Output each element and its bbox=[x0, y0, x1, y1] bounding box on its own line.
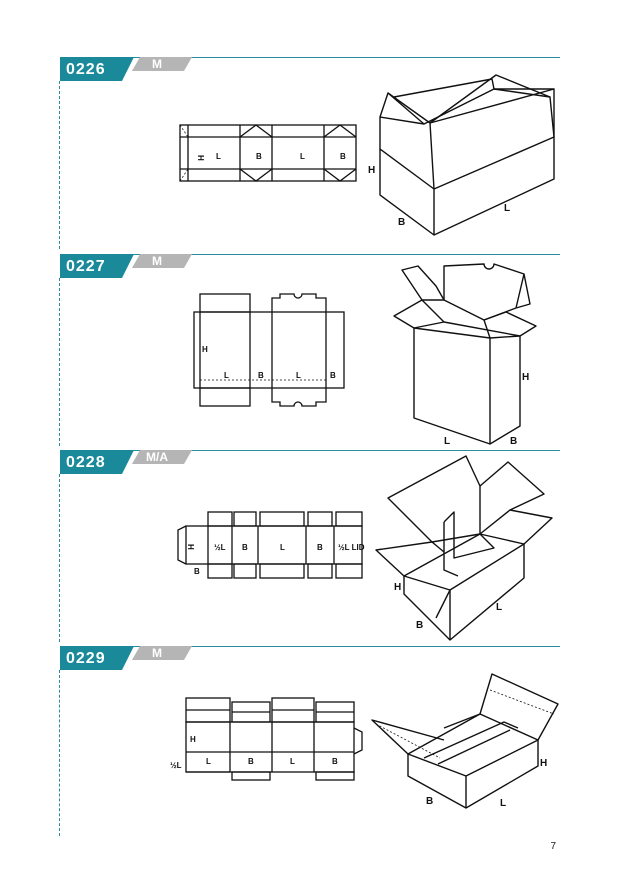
code-tab bbox=[60, 646, 192, 670]
code-tab bbox=[60, 254, 192, 278]
dashed-guide bbox=[59, 670, 60, 836]
dim-b: B bbox=[258, 371, 264, 380]
dim-l: L bbox=[290, 757, 295, 766]
box-code: 0229 bbox=[66, 650, 106, 667]
box-code: 0228 bbox=[66, 454, 106, 471]
dim-b: B bbox=[340, 152, 346, 161]
box-illustration-0227: H L B bbox=[393, 263, 537, 447]
dim-h: H bbox=[522, 372, 529, 383]
code-tab bbox=[60, 450, 192, 474]
dim-l: L bbox=[206, 757, 211, 766]
section-divider bbox=[120, 450, 560, 451]
dim-b: B bbox=[256, 152, 262, 161]
dim-l: L bbox=[500, 798, 506, 809]
flat-layout-0226: H L B L B bbox=[179, 124, 357, 182]
dim-l: L bbox=[496, 602, 502, 613]
dim-b: B bbox=[332, 757, 338, 766]
dashed-guide bbox=[59, 474, 60, 642]
dim-half-l: ½L bbox=[214, 543, 226, 552]
dim-b: B bbox=[242, 543, 248, 552]
dim-b: B bbox=[426, 796, 433, 807]
dim-l: L bbox=[296, 371, 301, 380]
dim-h: H bbox=[202, 345, 208, 354]
grade-label: M/A bbox=[146, 450, 168, 464]
dim-half-l-lid: ½L LID bbox=[338, 543, 365, 552]
section-0226: 0226 M H L B L B bbox=[0, 57, 620, 249]
dim-l: L bbox=[444, 436, 450, 447]
dim-l: L bbox=[224, 371, 229, 380]
section-divider bbox=[120, 57, 560, 58]
grade-label: M bbox=[152, 646, 162, 660]
section-divider bbox=[120, 646, 560, 647]
dim-b: B bbox=[510, 436, 517, 447]
section-divider bbox=[120, 254, 560, 255]
page-number: 7 bbox=[550, 841, 556, 852]
dim-l: L bbox=[216, 152, 221, 161]
dim-b: B bbox=[194, 567, 200, 576]
box-illustration-0228: H B L bbox=[375, 455, 553, 641]
box-illustration-0229: H B L bbox=[371, 673, 559, 809]
code-tab bbox=[60, 57, 192, 81]
dim-l: L bbox=[280, 543, 285, 552]
dim-l: L bbox=[504, 203, 510, 214]
dim-l: L bbox=[300, 152, 305, 161]
grade-label: M bbox=[152, 57, 162, 71]
section-0227: 0227 M H L B L B bbox=[0, 254, 620, 447]
dashed-guide bbox=[59, 81, 60, 249]
dashed-guide bbox=[59, 278, 60, 446]
dim-h: H bbox=[196, 155, 205, 161]
box-code: 0227 bbox=[66, 258, 106, 275]
dim-b: B bbox=[317, 543, 323, 552]
flat-layout-0227: H L B L B bbox=[193, 293, 345, 407]
grade-label: M bbox=[152, 254, 162, 268]
box-illustration-0226: H B L bbox=[368, 74, 555, 236]
section-0229: 0229 M H ½L L B L B bbox=[0, 646, 620, 836]
flat-layout-0228: H B ½L B L B ½L LID bbox=[177, 511, 365, 579]
dim-h: H bbox=[394, 582, 401, 593]
box-code: 0226 bbox=[66, 61, 106, 78]
dim-h: H bbox=[190, 735, 196, 744]
dim-b: B bbox=[398, 217, 405, 228]
section-0228: 0228 M/A H B ½L B L B ½L LID bbox=[0, 450, 620, 642]
dim-half-l: ½L bbox=[170, 761, 182, 770]
dim-h: H bbox=[540, 758, 547, 769]
flat-layout-0229: H ½L L B L B bbox=[170, 697, 363, 781]
dim-b: B bbox=[330, 371, 336, 380]
dim-h: H bbox=[186, 544, 195, 550]
dim-h: H bbox=[368, 165, 375, 176]
dim-b: B bbox=[416, 620, 423, 631]
dim-b: B bbox=[248, 757, 254, 766]
